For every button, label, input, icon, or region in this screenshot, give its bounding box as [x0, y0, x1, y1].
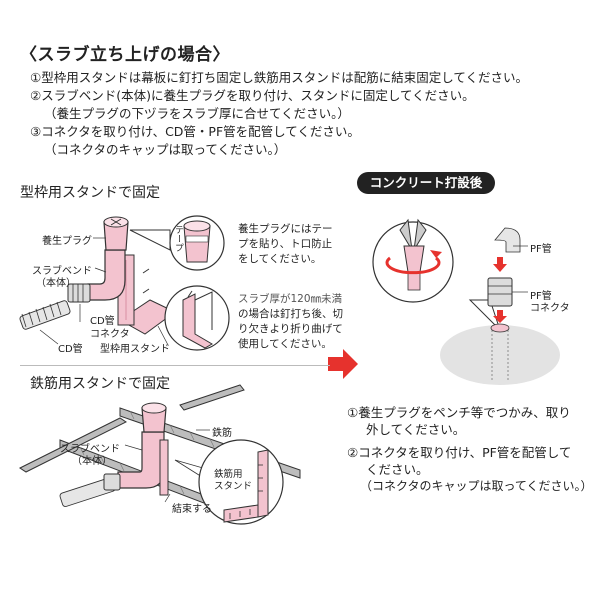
label-tie: 結束する [172, 504, 212, 515]
label-slab-bend: スラブベンド [32, 266, 92, 277]
form-stand-heading: 型枠用スタンドで固定 [20, 185, 160, 201]
instruction-step-3: ③コネクタを取り付け、CD管・PF管を配管してください。 [30, 124, 360, 139]
label-cd-pipe-inner: CD管 [90, 316, 115, 327]
next-step-arrow [328, 349, 358, 379]
tape-callout-illustration [129, 215, 225, 271]
instruction-step-2: ②スラブベンド(本体)に養生プラグを取り付け、スタンドに固定してください。 [30, 88, 475, 103]
label-connector-right: コネクタ [530, 303, 570, 314]
after-pouring-illustration [372, 218, 560, 385]
tape-note-line-2: プを貼り、ト口防止 [238, 238, 333, 250]
label-rebar-stand-1: 鉄筋用 [214, 469, 243, 480]
after-step-1: ①養生プラグをペンチ等でつかみ、取り [347, 405, 571, 420]
rebar-stand-callout-illustration [198, 439, 284, 525]
label-slab-bend-2: スラブベンド [60, 444, 120, 455]
slab-note-line-2: の場合は釘打ち後、切 [238, 308, 343, 320]
section-divider [20, 365, 330, 366]
slab-note-line-4: 使用してください。 [238, 338, 332, 350]
after-step-2: ②コネクタを取り付け、PF管を配管して [347, 445, 572, 460]
label-plug: 養生プラグ [42, 236, 92, 247]
label-form-stand: 型枠用スタンド [100, 344, 170, 355]
label-rebar-stand-2: スタンド [214, 481, 253, 492]
after-step-2-note: （コネクタのキャップは取ってください。） [360, 479, 593, 493]
after-step-2-cont: ください。 [366, 462, 429, 477]
page-title: 〈スラブ立ち上げの場合〉 [20, 45, 230, 65]
rebar-stand-illustration [19, 384, 301, 514]
label-tape: テープ [173, 225, 183, 252]
after-pouring-badge: コンクリート打設後 [357, 172, 495, 194]
label-rebar: 鉄筋 [212, 428, 232, 439]
instruction-step-2-note: （養生プラグの下ヅラをスラブ厚に合せてください。） [44, 106, 350, 121]
slab-note-line-3: り欠きより折り曲げて [238, 323, 343, 335]
label-pf-pipe: PF管 [530, 244, 552, 255]
label-slab-bend-body-2: （本体） [72, 456, 112, 467]
label-cd-pipe: CD管 [58, 344, 83, 355]
label-connector: コネクタ [90, 329, 130, 340]
instruction-step-1: ①型枠用スタンドは幕板に釘打ち固定し鉄筋用スタンドは配筋に結束固定してください。 [30, 70, 528, 85]
tape-note-line-1: 養生プラグにはテー [238, 223, 333, 235]
form-stand-assembly-illustration [19, 216, 176, 346]
slab-note-line-1: スラブ厚が120㎜未満 [238, 293, 343, 305]
tape-note-line-3: をしてください。 [238, 253, 322, 265]
label-pf-pipe-2: PF管 [530, 291, 552, 302]
label-slab-bend-body: （本体） [36, 278, 76, 289]
rebar-stand-heading: 鉄筋用スタンドで固定 [30, 376, 170, 392]
instruction-step-3-note: （コネクタのキャップは取ってください。） [44, 142, 287, 157]
after-step-1-cont: 外してください。 [366, 422, 466, 437]
bent-stand-callout-illustration [164, 285, 230, 351]
